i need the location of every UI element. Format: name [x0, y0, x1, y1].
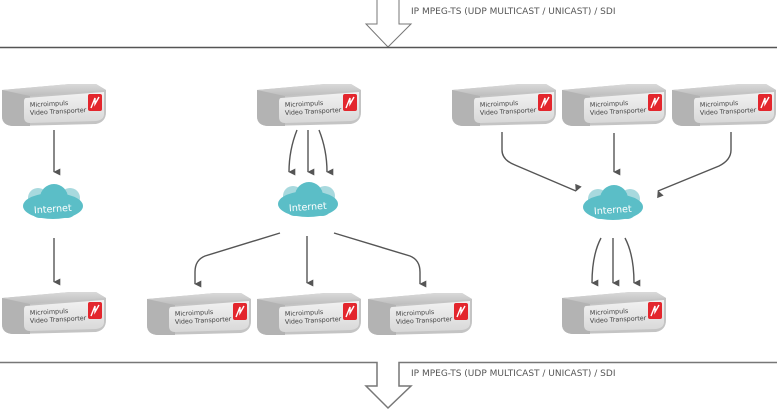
arrow-s3-a [501, 132, 582, 192]
device-name-line2: Video Transporter [285, 315, 342, 326]
device-name-line1: Microimpuls [396, 308, 435, 318]
device-name-line2: Video Transporter [480, 106, 537, 117]
internet-cloud: Internet [23, 184, 83, 219]
device-name-line2: Video Transporter [175, 315, 232, 326]
device-name-line2: Video Transporter [590, 314, 647, 325]
device-name-line1: Microimpuls [30, 307, 69, 317]
device-name-line2: Video Transporter [700, 106, 757, 117]
internet-cloud: Internet [278, 182, 338, 217]
arrow-s3-c [657, 132, 732, 199]
cloud-label: Internet [34, 203, 73, 217]
arrow-s2-f [333, 232, 427, 288]
device-name-line1: Microimpuls [30, 99, 69, 109]
input-arrow [364, 0, 413, 48]
device-name-line1: Microimpuls [700, 99, 739, 109]
device-name-line1: Microimpuls [285, 99, 324, 109]
arrow-s3-f [624, 237, 641, 287]
device-name-line2: Video Transporter [30, 106, 87, 117]
arrow-s3-d [591, 237, 602, 287]
device-name-line1: Microimpuls [175, 308, 214, 318]
arrow-s2-c [318, 129, 334, 176]
cloud-label: Internet [289, 201, 328, 215]
cloud-label: Internet [594, 204, 633, 218]
output-arrow [0, 361, 777, 410]
input-label: IP MPEG-TS (UDP MULTICAST / UNICAST) / S… [411, 7, 615, 17]
device-name-line2: Video Transporter [285, 106, 342, 117]
device-name-line2: Video Transporter [590, 106, 647, 117]
internet-cloud: Internet [583, 185, 643, 220]
device-name-line2: Video Transporter [30, 314, 87, 325]
output-label: IP MPEG-TS (UDP MULTICAST / UNICAST) / S… [411, 369, 615, 379]
device-name-line1: Microimpuls [590, 307, 629, 317]
device-name-line1: Microimpuls [285, 308, 324, 318]
connectors [53, 129, 732, 288]
arrow-s2-d [194, 232, 281, 288]
arrow-s2-a [288, 129, 298, 176]
device-name-line1: Microimpuls [480, 99, 519, 109]
device-name-line1: Microimpuls [590, 99, 629, 109]
device-name-line2: Video Transporter [396, 315, 453, 326]
